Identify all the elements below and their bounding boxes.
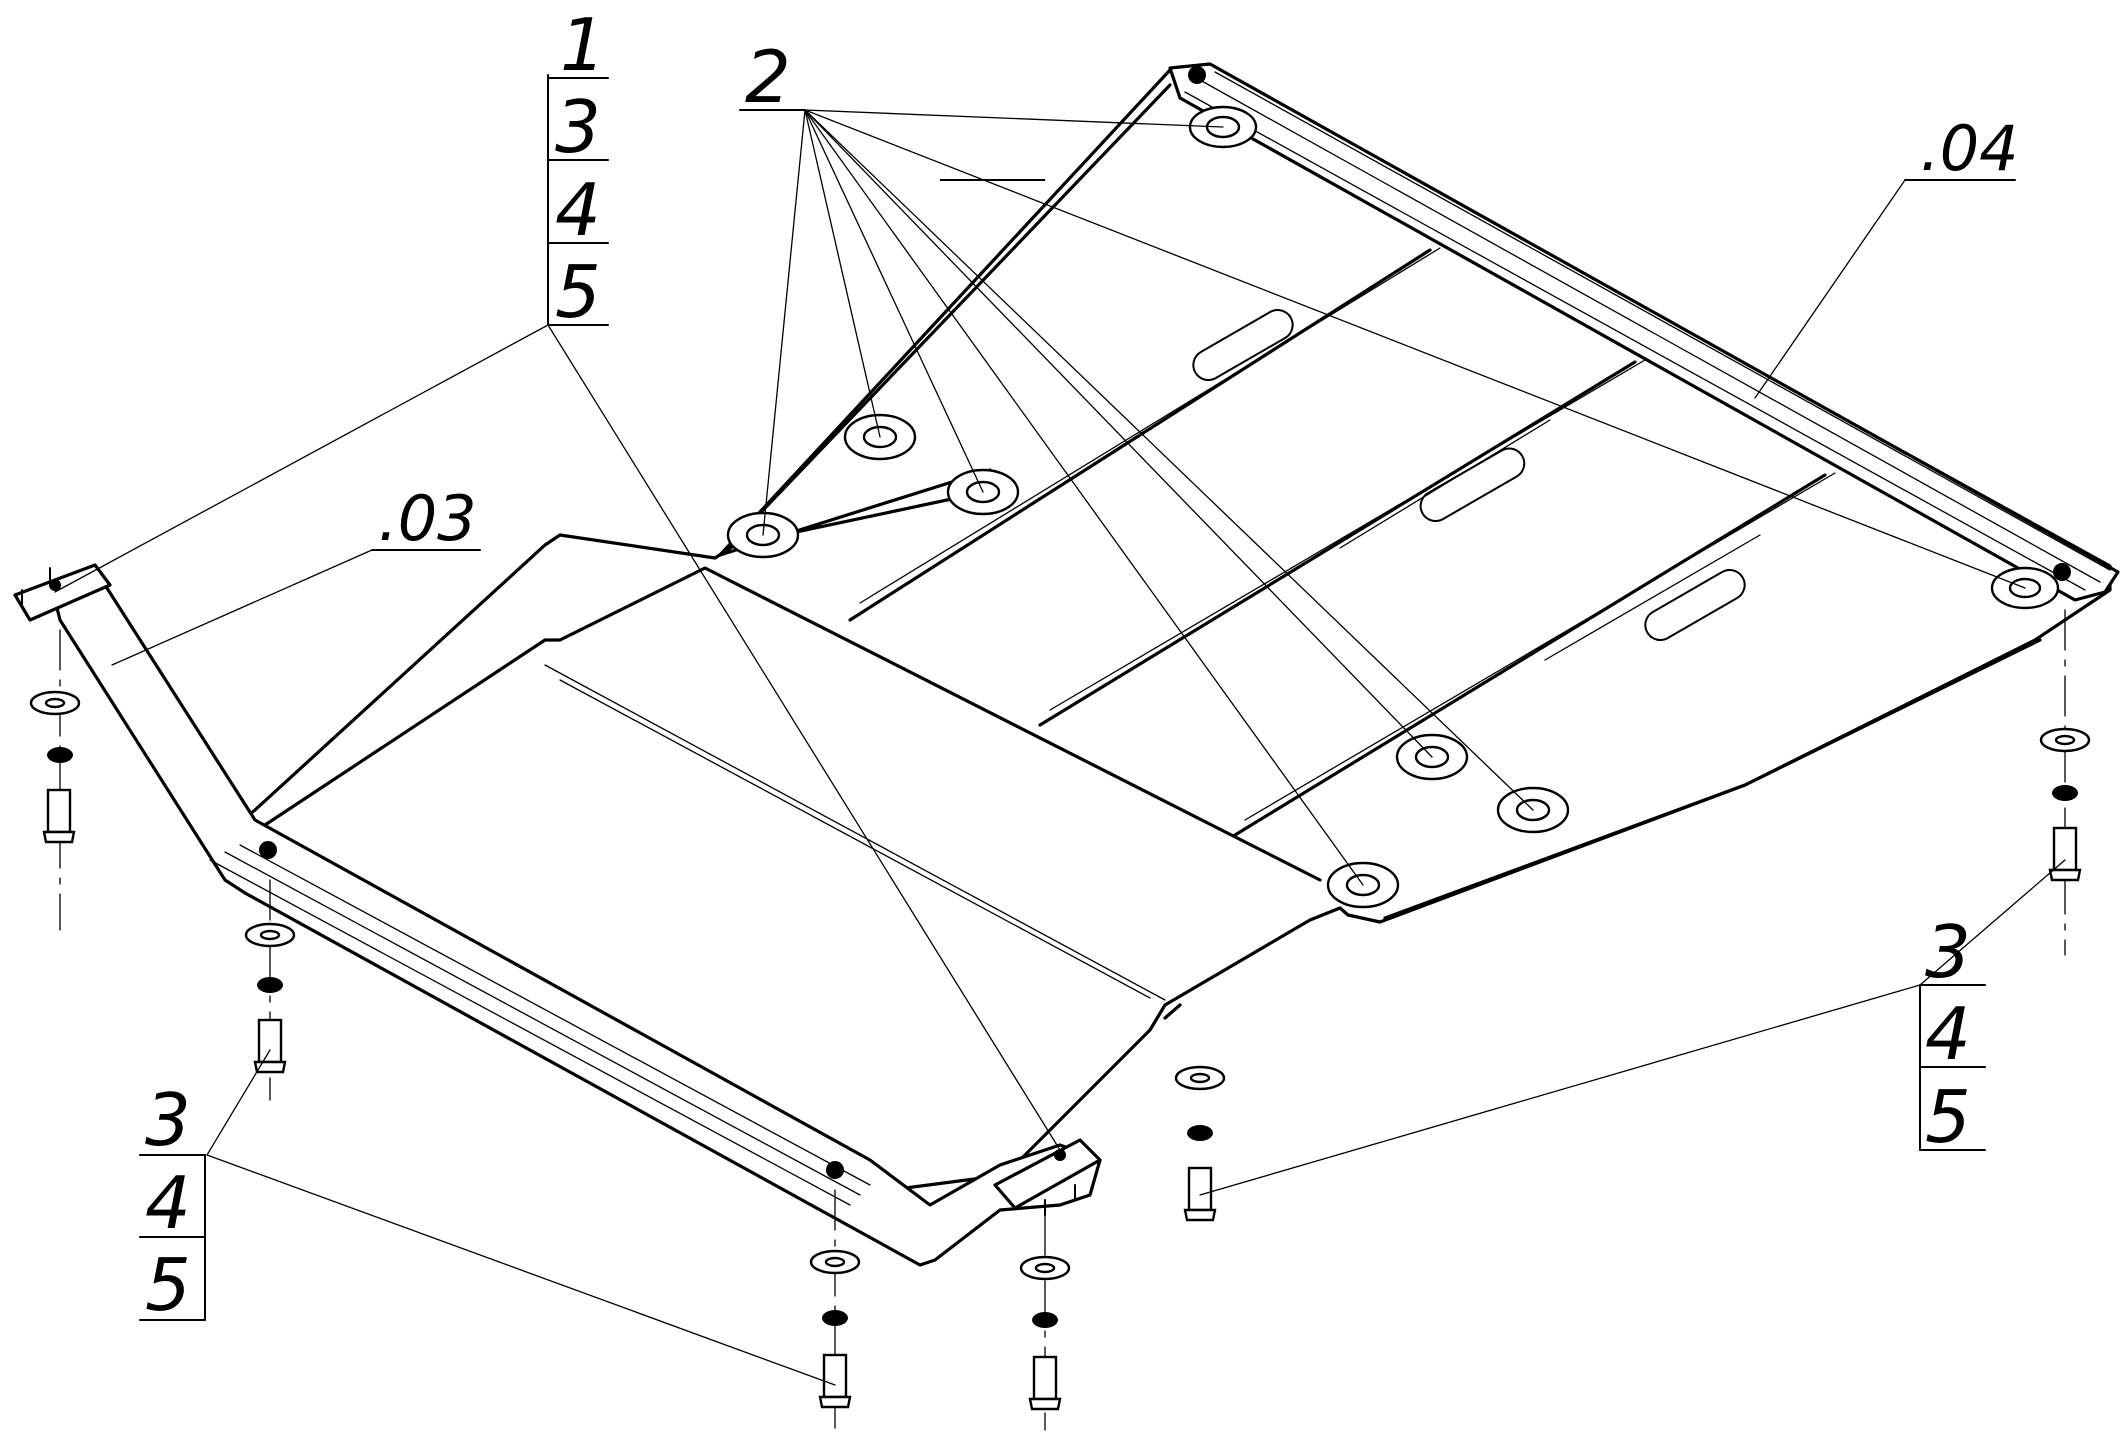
leader-lines — [54, 109, 2066, 1386]
front-cross-member-flange-2 — [224, 851, 861, 1196]
exploded-fasteners — [29, 609, 2091, 1431]
bolt-stack-center — [1174, 1065, 1226, 1222]
callout-03: .03 — [378, 482, 477, 555]
callout-2-group: 2 — [739, 35, 806, 119]
right-mount-tab — [993, 1138, 1102, 1210]
front-cross-member — [53, 583, 1102, 1267]
rear-cross-member — [1168, 62, 2120, 602]
callout-2: 2 — [745, 35, 791, 119]
right-mount-tab-lug — [1044, 1184, 1076, 1216]
plate-rivet-1 — [1188, 66, 1206, 84]
callout-stack-top: 1 3 4 5 — [547, 3, 609, 334]
callout-4-right: 4 — [1925, 992, 1971, 1076]
callout-04-group: .04 — [939, 112, 2019, 185]
bolt-stack-bottom-1 — [809, 1189, 861, 1431]
callout-4-top: 4 — [555, 168, 601, 252]
callout-4-left: 4 — [145, 1161, 191, 1245]
callout-3-right: 3 — [1925, 910, 1971, 994]
front-cross-member-flange — [209, 859, 851, 1206]
plate-fasteners — [49, 66, 2071, 1179]
middle-panel-edge-2 — [1233, 473, 1827, 837]
callout-stack-right: 3 4 5 — [1919, 910, 1986, 1159]
callout-5-top: 5 — [555, 250, 601, 334]
plate-rivet-5 — [49, 579, 61, 591]
callout-5-right: 5 — [1925, 1075, 1971, 1159]
middle-panel-crease-1 — [1049, 359, 1646, 711]
slot-cutout-3 — [1644, 569, 1746, 641]
plate-rivet-3 — [259, 841, 277, 859]
bolt-stack-left-end — [29, 629, 81, 931]
middle-panel-edge-1 — [1038, 360, 1637, 727]
callout-3-top: 3 — [555, 85, 601, 169]
plate-rivet-2 — [2053, 563, 2071, 581]
middle-rib-2 — [1544, 534, 1761, 661]
callout-5-left: 5 — [145, 1243, 191, 1327]
right-flange-edge — [1383, 638, 2042, 920]
slot-cutout-2 — [1419, 447, 1526, 522]
plate-rivet-4 — [826, 1161, 844, 1179]
callout-3-left: 3 — [145, 1078, 191, 1162]
callout-03-group: .03 — [371, 482, 481, 555]
callout-stack-left: 3 4 5 — [139, 1078, 206, 1327]
bolt-stack-bottom-2 — [1019, 1214, 1071, 1431]
front-panel-edge — [558, 566, 1322, 882]
bolt-stack-front-left — [244, 879, 296, 1101]
rear-panel-crease — [859, 247, 1441, 604]
plate-rivet-6 — [1054, 1149, 1066, 1161]
front-crease-2 — [559, 679, 1151, 999]
callout-1: 1 — [560, 3, 606, 87]
front-cross-member-flange-3 — [239, 844, 871, 1186]
left-mount-tab — [13, 563, 112, 622]
rear-cross-member-flange-2 — [1199, 79, 2101, 583]
inner-step-1 — [718, 83, 1172, 557]
front-crease-1 — [544, 664, 1166, 1001]
callout-04: .04 — [1920, 112, 2019, 185]
rear-panel-edge — [848, 248, 1432, 622]
rear-cross-member-flange — [1184, 91, 2086, 591]
rear-cross-member-flange-3 — [1214, 71, 2111, 571]
middle-panel-crease-2 — [1244, 472, 1836, 821]
slot-cutout-1 — [1192, 308, 1294, 381]
left-mount-tab-lug — [21, 567, 51, 606]
front-panel-side — [263, 638, 1182, 1020]
bolt-stack-right-end — [2039, 609, 2091, 956]
skid-plate-body — [13, 62, 2120, 1267]
